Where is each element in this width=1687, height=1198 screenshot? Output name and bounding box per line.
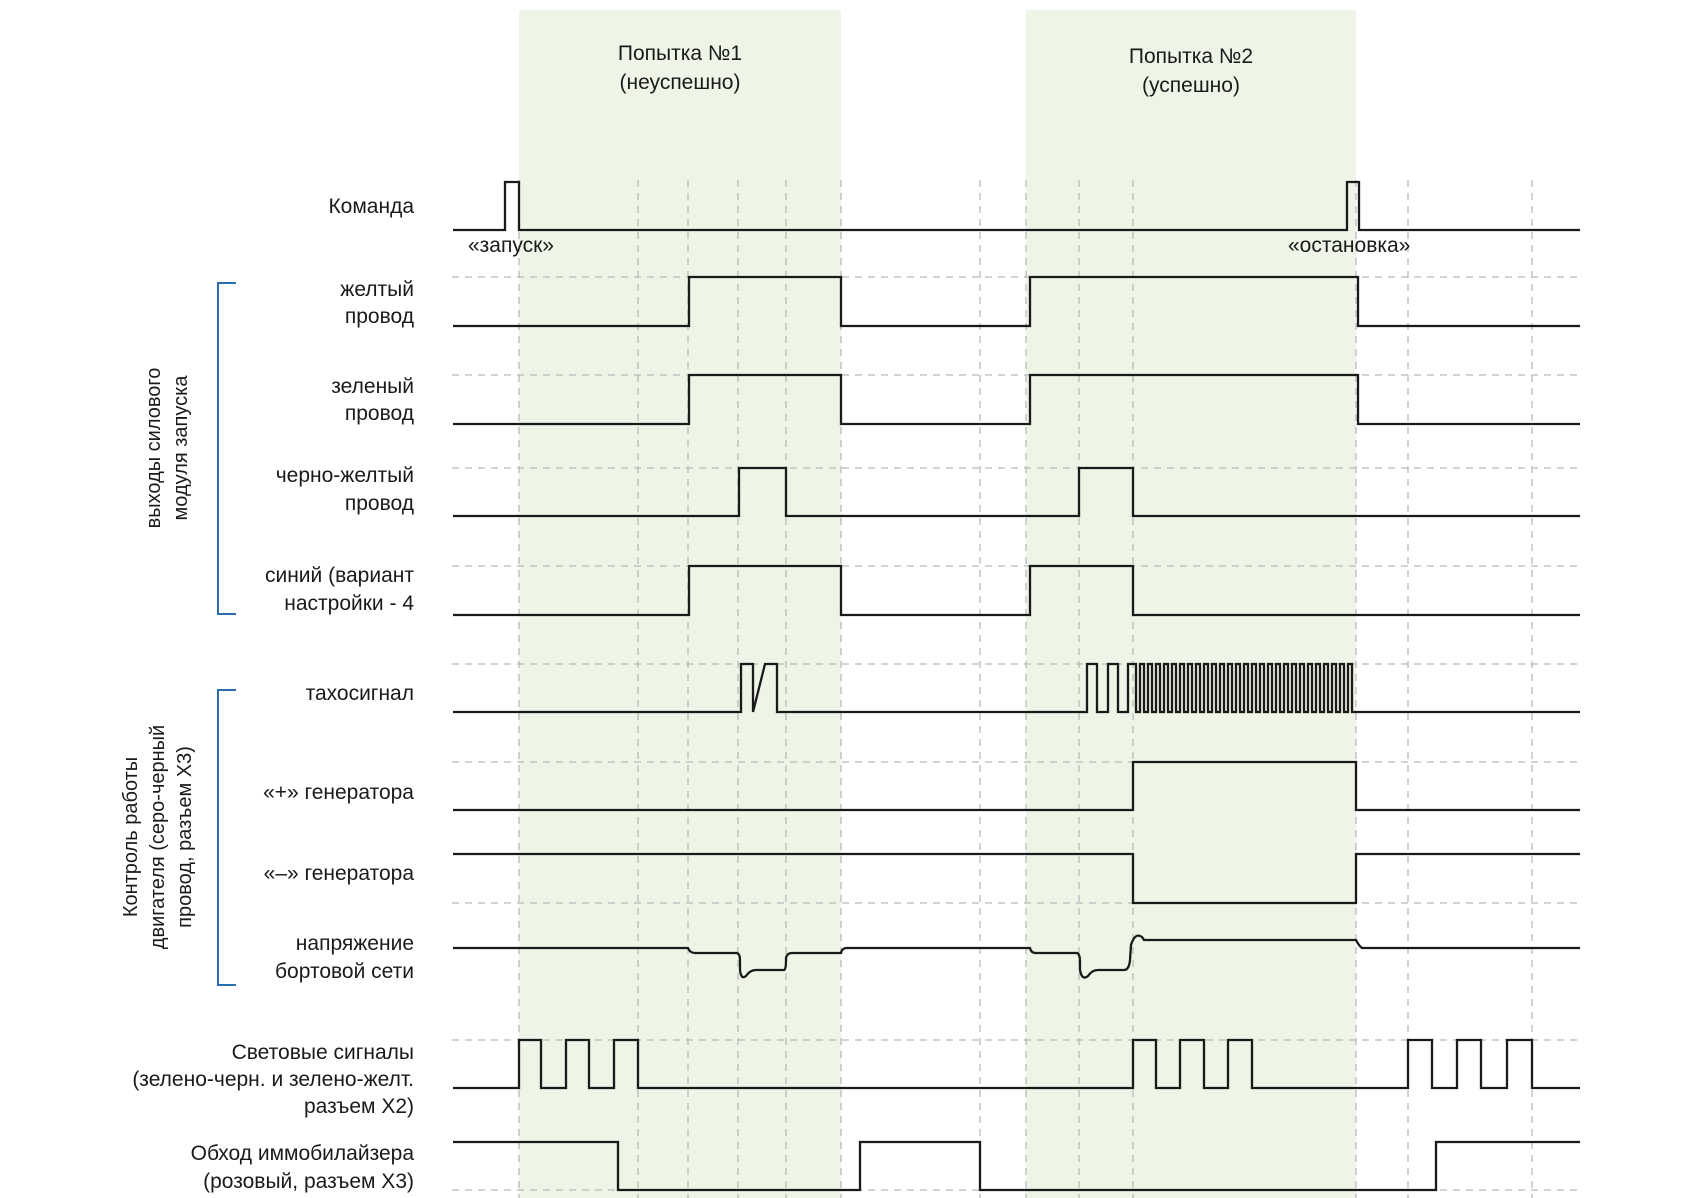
- label-lights-line2: (зелено-черн. и зелено-желт.: [132, 1068, 414, 1091]
- label-immo-line2: (розовый, разъем X3): [203, 1170, 414, 1193]
- engine-control-bracket: [217, 689, 236, 986]
- waveform-voltage: [453, 934, 1580, 979]
- label-black-yellow-line2: провод: [345, 492, 414, 515]
- waveform-immo: [453, 1140, 1580, 1192]
- annotation-stop: «остановка»: [1288, 234, 1410, 257]
- label-black-yellow-line1: черно-желтый: [276, 464, 414, 487]
- group-power-outputs-line1: выходы силового: [143, 368, 165, 529]
- label-lights-line3: разъем X2): [304, 1095, 414, 1118]
- group-power-outputs: выходы силового модуля запуска: [143, 368, 192, 529]
- waveform-black-yellow: [453, 466, 1580, 518]
- group-engine-control-line2: двигателя (серо-черный: [147, 725, 169, 949]
- label-command: Команда: [328, 195, 414, 218]
- label-gen-minus: «–» генератора: [264, 862, 415, 885]
- label-yellow-line1: желтый: [340, 278, 414, 301]
- waveform-command: [453, 180, 1580, 232]
- waveform-gen-plus: [453, 760, 1580, 812]
- attempt-1-subtitle: (неуспешно): [620, 71, 741, 94]
- group-engine-control-line3: провод, разъем X3): [174, 746, 196, 928]
- label-voltage-line2: бортовой сети: [275, 960, 414, 983]
- group-power-outputs-line2: модуля запуска: [170, 375, 192, 521]
- label-green-line2: провод: [345, 402, 414, 425]
- waveform-lights: [453, 1038, 1580, 1090]
- label-lights-line1: Световые сигналы: [232, 1041, 414, 1064]
- label-tacho: тахосигнал: [306, 682, 414, 705]
- attempt-2-subtitle: (успешно): [1142, 74, 1240, 97]
- label-yellow-line2: провод: [345, 305, 414, 328]
- attempt-1-band: [519, 10, 841, 1198]
- label-blue-line1: синий (вариант: [265, 564, 414, 587]
- attempt-2-band: [1026, 10, 1356, 1198]
- group-engine-control: Контроль работы двигателя (серо-черный п…: [120, 725, 196, 949]
- waveform-blue: [453, 564, 1580, 617]
- waveform-gen-minus: [453, 852, 1580, 905]
- group-engine-control-line1: Контроль работы: [120, 757, 142, 917]
- waveform-yellow: [453, 275, 1580, 328]
- attempt-1-title: Попытка №1: [618, 42, 742, 65]
- label-gen-plus: «+» генератора: [263, 781, 414, 804]
- vertical-guides: [518, 180, 1533, 1198]
- label-green-line1: зеленый: [331, 375, 414, 398]
- attempt-2-title: Попытка №2: [1129, 45, 1253, 68]
- annotation-start: «запуск»: [468, 234, 554, 257]
- label-blue-line2: настройки - 4: [284, 592, 414, 615]
- label-voltage-line1: напряжение: [296, 932, 414, 955]
- power-outputs-bracket: [217, 282, 236, 615]
- waveform-tacho: [453, 662, 1580, 714]
- label-immo-line1: Обход иммобилайзера: [191, 1142, 415, 1165]
- waveform-green: [453, 373, 1580, 426]
